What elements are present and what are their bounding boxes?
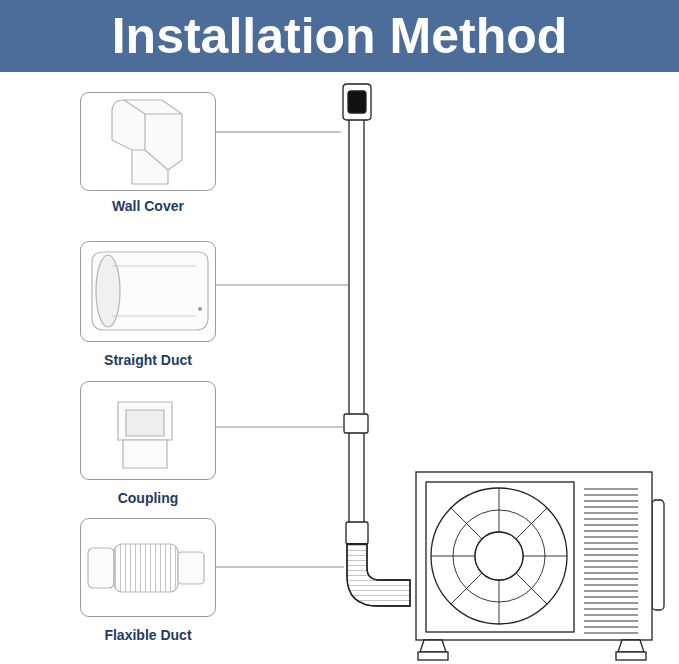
straight-duct-picture xyxy=(92,252,208,330)
part-card: Straight Duct xyxy=(80,241,216,371)
page-title: Installation Method xyxy=(0,6,679,66)
duct-assembly xyxy=(343,84,410,606)
outdoor-unit xyxy=(416,472,664,660)
flexible-duct-picture xyxy=(88,544,204,592)
wall-cover-picture xyxy=(112,100,182,184)
part-name: Flaxible Duct xyxy=(80,626,216,644)
part-frame xyxy=(80,518,216,617)
part-card: Flaxible Duct xyxy=(80,518,216,646)
part-frame xyxy=(80,92,216,191)
coupling-picture xyxy=(118,402,172,468)
part-card: Coupling xyxy=(80,381,216,509)
leader-lines xyxy=(216,132,348,567)
title-text: Installation Method xyxy=(112,8,568,64)
part-name: Wall Cover xyxy=(80,197,216,215)
part-card: Wall Cover xyxy=(80,92,216,217)
part-frame xyxy=(80,381,216,480)
part-name: Straight Duct xyxy=(80,351,216,369)
part-name: Coupling xyxy=(80,489,216,507)
part-frame xyxy=(80,241,216,342)
